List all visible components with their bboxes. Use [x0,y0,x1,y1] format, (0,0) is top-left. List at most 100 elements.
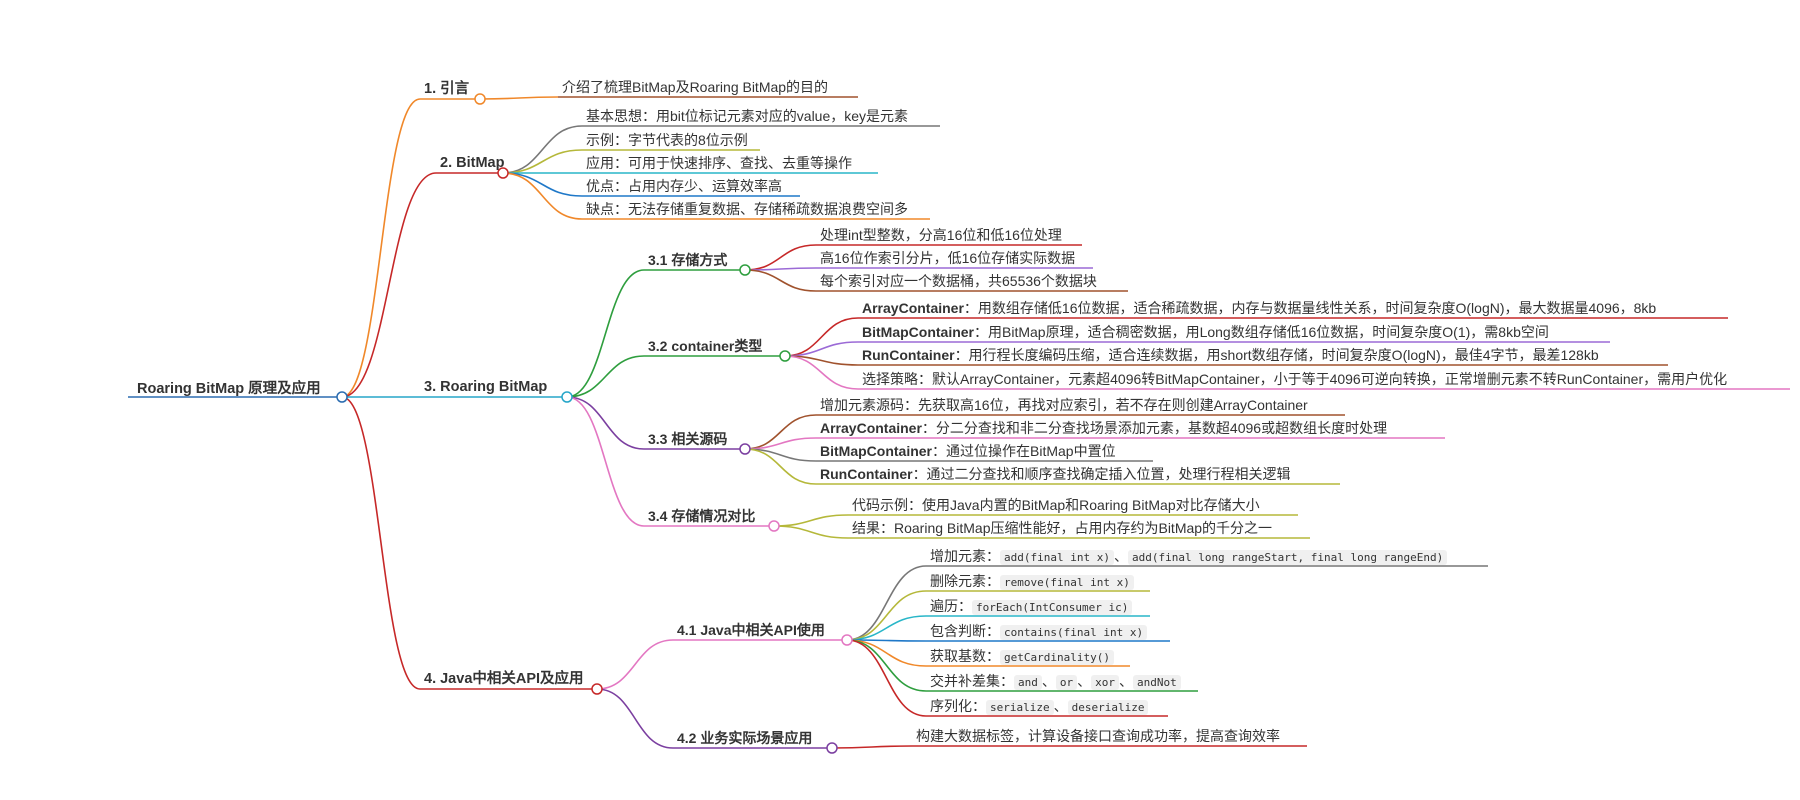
code-snippet: add(final long rangeStart, final long ra… [1127,550,1448,565]
sub-node-dot[interactable] [768,520,780,532]
leaf-node[interactable]: 介绍了梳理BitMap及Roaring BitMap的目的 [562,78,828,96]
leaf-edge [744,414,817,450]
keyword: BitMapContainer [862,324,974,340]
code-snippet: add(final int x) [1000,550,1114,565]
leaf-edge [744,448,817,485]
leaf-text: 、 [1053,698,1068,714]
leaf-node[interactable]: 基本思想：用bit位标记元素对应的value，key是元素 [586,107,908,125]
leaf-node[interactable]: RunContainer：用行程长度编码压缩，适合连续数据，用short数组存储… [862,346,1599,364]
leaf-node[interactable]: 高16位作索引分片，低16位存储实际数据 [820,249,1075,267]
leaf-node[interactable]: 包含判断：contains(final int x) [930,622,1148,642]
sub-edge [566,355,645,398]
sub-node-dot[interactable] [826,742,838,754]
leaf-text: 获取基数： [930,648,1000,664]
branch-edge-4 [341,396,421,690]
leaf-node[interactable]: BitMapContainer：用BitMap原理，适合稠密数据，用Long数组… [862,323,1549,341]
leaf-text: 选择策略：默认ArrayContainer，元素超4096转BitMapCont… [862,371,1728,387]
leaf-text: ：用行程长度编码压缩，适合连续数据，用short数组存储，时间复杂度O(logN… [954,347,1599,363]
leaf-edge [846,590,927,641]
leaf-node[interactable]: 代码示例：使用Java内置的BitMap和Roaring BitMap对比存储大… [852,496,1260,514]
leaf-node[interactable]: 结果：Roaring BitMap压缩性能好，占用内存约为BitMap的千分之一 [852,519,1272,537]
branch-node-1[interactable]: 1. 引言 [424,81,470,97]
code-snippet: and [1014,675,1042,690]
code-snippet: xor [1091,675,1119,690]
leaf-node[interactable]: 选择策略：默认ArrayContainer，元素超4096转BitMapCont… [862,370,1727,388]
sub-node-3-2[interactable]: 3.2 container类型 [648,338,763,354]
leaf-edge [744,244,817,271]
branch-node-4[interactable]: 4. Java中相关API及应用 [424,671,584,687]
leaf-node[interactable]: BitMapContainer：通过位操作在BitMap中置位 [820,442,1116,460]
code-snippet: or [1055,675,1078,690]
leaf-text: 每个索引对应一个数据桶，共65536个数据块 [820,273,1097,289]
leaf-edge [784,355,859,390]
leaf-text: 代码示例：使用Java内置的BitMap和Roaring BitMap对比存储大… [852,497,1260,513]
branch-edge-1 [341,98,421,398]
leaf-node[interactable]: 交并补差集：and、or、xor、andNot [930,672,1181,692]
leaf-text: ：用数组存储低16位数据，适合稀疏数据，内存与数据量线性关系，时间复杂度O(lo… [963,300,1657,316]
leaf-text: ：通过二分查找和顺序查找确定插入位置，处理行程相关逻辑 [912,466,1291,482]
leaf-edge [784,317,859,357]
keyword: RunContainer [862,347,955,363]
leaf-edge [502,172,583,220]
leaf-text: 缺点：无法存储重复数据、存储稀疏数据浪费空间多 [586,201,908,217]
root-node-dot[interactable] [336,391,348,403]
sub-node-dot[interactable] [739,443,751,455]
leaf-text: ：分二分查找和非二分查找场景添加元素，基数超4096或超数组长度时处理 [921,420,1388,436]
leaf-node[interactable]: ArrayContainer：用数组存储低16位数据，适合稀疏数据，内存与数据量… [862,299,1656,317]
leaf-edge [846,615,927,641]
leaf-node[interactable]: 构建大数据标签，计算设备接口查询成功率，提高查询效率 [916,727,1280,745]
leaf-node[interactable]: 增加元素源码：先获取高16位，再找对应索引，若不存在则创建ArrayContai… [820,396,1308,414]
root-node[interactable]: Roaring BitMap 原理及应用 [137,381,321,397]
branch-node-dot[interactable] [561,391,573,403]
keyword: ArrayContainer [862,300,964,316]
leaf-node[interactable]: 缺点：无法存储重复数据、存储稀疏数据浪费空间多 [586,200,908,218]
sub-node-3-1[interactable]: 3.1 存储方式 [648,252,728,268]
sub-node-dot[interactable] [739,264,751,276]
leaf-node[interactable]: ArrayContainer：分二分查找和非二分查找场景添加元素，基数超4096… [820,419,1387,437]
branch-node-3[interactable]: 3. Roaring BitMap [424,379,548,395]
leaf-node[interactable]: 示例：字节代表的8位示例 [586,131,748,149]
leaf-node[interactable]: 每个索引对应一个数据桶，共65536个数据块 [820,272,1097,290]
leaf-node[interactable]: 优点：占用内存少、运算效率高 [586,177,782,195]
leaf-node[interactable]: 遍历：forEach(IntConsumer ic) [930,597,1133,617]
leaf-text: 删除元素： [930,573,1000,589]
branch-node-2[interactable]: 2. BitMap [440,155,505,171]
keyword: RunContainer [820,466,913,482]
leaf-node[interactable]: 增加元素：add(final int x)、add(final long ran… [930,547,1448,567]
leaf-node[interactable]: 删除元素：remove(final int x) [930,572,1134,592]
leaf-node[interactable]: 处理int型整数，分高16位和低16位处理 [820,226,1062,244]
sub-node-dot[interactable] [779,350,791,362]
branch-node-dot[interactable] [474,93,486,105]
sub-node-4-2[interactable]: 4.2 业务实际场景应用 [677,730,813,746]
leaf-text: 增加元素： [930,548,1000,564]
code-snippet: deserialize [1067,700,1149,715]
code-snippet: remove(final int x) [1000,575,1134,590]
leaf-text: 遍历： [930,598,972,614]
branch-node-dot[interactable] [591,683,603,695]
leaf-node[interactable]: 获取基数：getCardinality() [930,647,1114,667]
sub-edge [596,688,674,749]
code-snippet: contains(final int x) [1000,625,1148,640]
leaf-edge [744,269,817,292]
leaf-text: 、 [1077,673,1092,689]
sub-node-3-3[interactable]: 3.3 相关源码 [648,431,728,447]
leaf-edge [846,639,927,667]
sub-node-4-1[interactable]: 4.1 Java中相关API使用 [677,622,825,638]
leaf-text: 应用：可用于快速排序、查找、去重等操作 [586,155,852,171]
keyword: ArrayContainer [820,420,922,436]
leaf-text: 、 [1119,673,1133,689]
leaf-node[interactable]: 应用：可用于快速排序、查找、去重等操作 [586,154,852,172]
leaf-text: 、 [1041,673,1056,689]
code-snippet: getCardinality() [1000,650,1114,665]
branch-node-dot[interactable] [497,167,509,179]
sub-node-3-4[interactable]: 3.4 存储情况对比 [648,508,756,524]
leaf-node[interactable]: 序列化：serialize、deserialize [930,697,1149,717]
code-snippet: serialize [986,700,1054,715]
leaf-edge [831,745,913,749]
sub-node-dot[interactable] [841,634,853,646]
leaf-edge [846,565,927,641]
leaf-text: 优点：占用内存少、运算效率高 [586,178,782,194]
leaf-text: 序列化： [930,698,986,714]
code-snippet: andNot [1133,675,1181,690]
leaf-node[interactable]: RunContainer：通过二分查找和顺序查找确定插入位置，处理行程相关逻辑 [820,465,1291,483]
